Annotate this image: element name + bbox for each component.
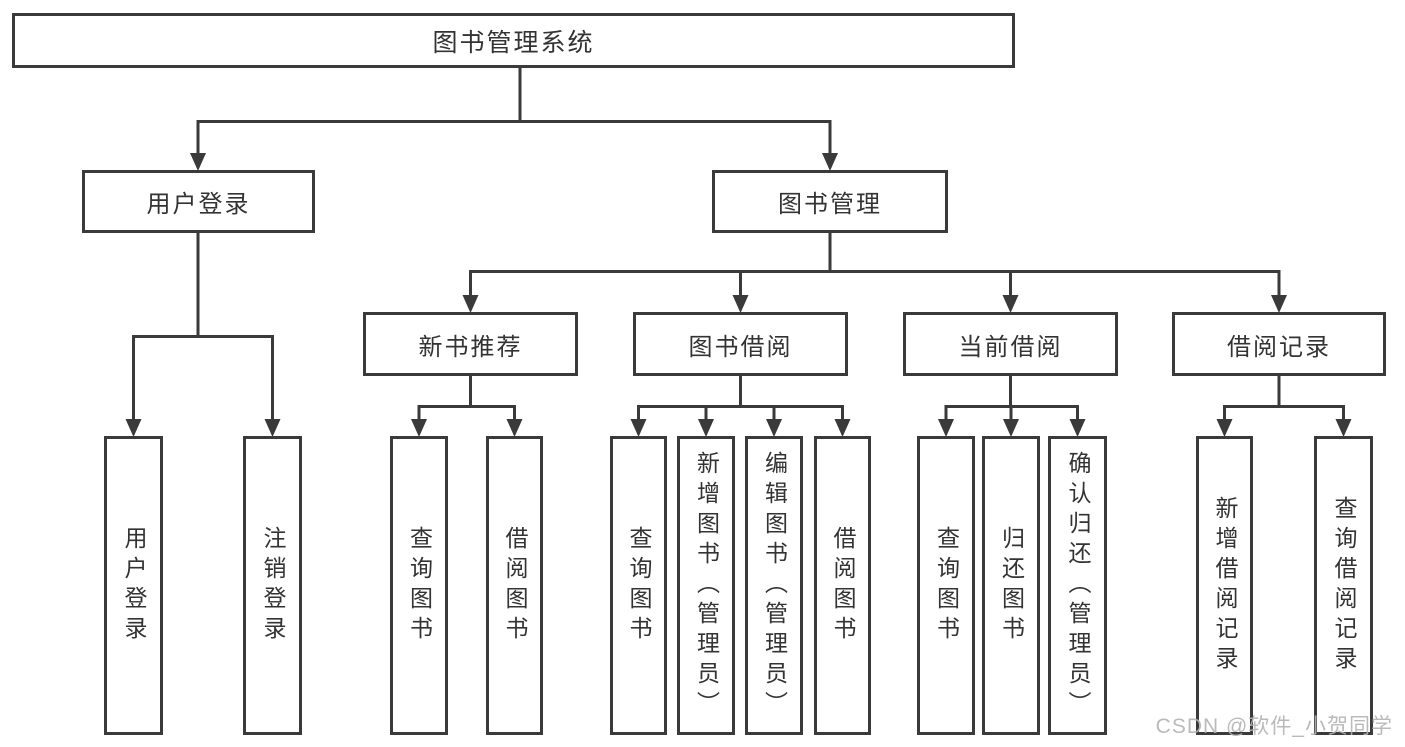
connector-borrowing-branch [637,405,844,420]
node-user-login-group: 用户登录 [82,170,315,233]
leaf-borrow-books: 借阅图书 [814,436,871,735]
leaf-confirm-return-admin: 确认归还（管理员） [1048,436,1107,735]
leaf-add-borrow-record: 新增借阅记录 [1196,436,1253,735]
arrowhead-icon [822,153,838,171]
arrowhead-icon [834,419,851,437]
arrowhead-icon [732,295,749,313]
leaf-query-books-borrowing: 查询图书 [610,436,667,735]
arrowhead-icon [462,295,479,313]
arrowhead-icon [938,419,954,437]
connector-recommend-branch [417,405,516,420]
connector-level3-branch [469,270,1281,296]
arrowhead-icon [190,153,206,171]
leaf-query-borrow-record: 查询借阅记录 [1314,436,1373,735]
arrowhead-icon [766,419,782,437]
connector-records-branch [1223,405,1345,420]
arrowhead-icon [411,419,427,437]
leaf-edit-books-admin: 编辑图书（管理员） [745,436,803,735]
arrowhead-icon [1271,295,1287,313]
csdn-watermark: CSDN @软件_小贺同学 [1155,715,1393,738]
connector-level2-branch [196,120,832,154]
node-new-book-recommendation: 新书推荐 [363,312,578,376]
leaf-logout: 注销登录 [243,436,302,735]
leaf-add-books-admin: 新增图书（管理员） [677,436,735,735]
arrowhead-icon [1216,419,1233,437]
arrowhead-icon [630,419,647,437]
arrowhead-icon [125,419,142,437]
node-book-management: 图书管理 [712,170,948,233]
leaf-user-login: 用户登录 [104,436,163,735]
arrowhead-icon [264,419,281,437]
arrowhead-icon [1069,419,1086,437]
node-borrowing-records: 借阅记录 [1172,312,1386,376]
arrowhead-icon [1003,419,1019,437]
connector-user-login-branch [132,335,274,420]
node-current-borrowing: 当前借阅 [903,312,1118,376]
arrowhead-icon [698,419,714,437]
arrowhead-icon [1002,295,1019,313]
node-book-borrowing: 图书借阅 [633,312,848,376]
leaf-query-books-recommend: 查询图书 [390,436,448,735]
leaf-borrow-books-recommend: 借阅图书 [486,436,543,735]
arrowhead-icon [1335,419,1352,437]
node-library-system: 图书管理系统 [12,13,1015,68]
leaf-return-books: 归还图书 [982,436,1040,735]
arrowhead-icon [506,419,523,437]
leaf-query-books-current: 查询图书 [917,436,975,735]
